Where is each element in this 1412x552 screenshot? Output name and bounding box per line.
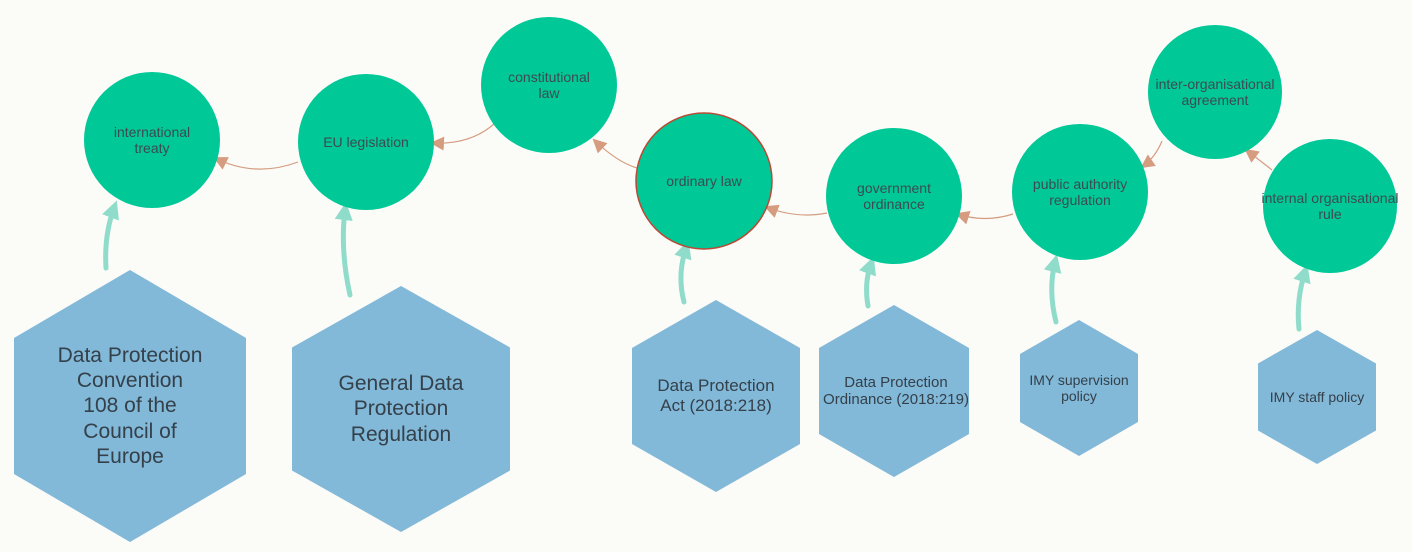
- link-constitutional-law-to-eu-legislation: [430, 123, 495, 151]
- links-layer: [213, 123, 1273, 225]
- circle-ordinary-law: [635, 112, 773, 250]
- circle-layer: [84, 17, 1397, 273]
- link-public-authority-regulation-to-government-ordinance: [955, 211, 1014, 225]
- hexagon-imy-staff-policy: [1258, 330, 1376, 464]
- input-arrows-layer: [102, 200, 1311, 332]
- hexagon-data-protection-ordinance: [819, 305, 969, 477]
- circle-internal-organisational-rule: [1263, 139, 1397, 273]
- circle-international-treaty: [84, 72, 220, 208]
- link-internal-organisational-rule-to-inter-organisational-agreement: [1244, 148, 1273, 171]
- hexagon-gdpr: [292, 286, 510, 532]
- hexagon-data-protection-convention: [14, 270, 246, 542]
- circle-constitutional-law: [481, 17, 617, 153]
- circle-eu-legislation: [298, 74, 434, 210]
- link-inter-organisational-agreement-to-public-authority-regulation: [1140, 140, 1163, 169]
- input-arrow-imy-staff-policy: [1293, 264, 1311, 332]
- link-government-ordinance-to-ordinary-law: [764, 204, 828, 218]
- input-arrow-gdpr: [334, 202, 353, 298]
- circle-public-authority-regulation: [1012, 124, 1148, 260]
- input-arrow-imy-supervision-policy: [1043, 254, 1062, 325]
- hexagon-data-protection-act: [632, 300, 800, 492]
- link-ordinary-law-to-constitutional-law: [592, 138, 638, 169]
- circle-inter-organisational-agreement: [1148, 25, 1282, 159]
- input-arrow-data-protection-convention: [102, 200, 119, 271]
- input-arrow-data-protection-act: [674, 240, 692, 305]
- hexagon-imy-supervision-policy: [1020, 320, 1138, 456]
- hexagon-layer: [14, 270, 1376, 542]
- input-arrow-data-protection-ordinance: [859, 256, 876, 309]
- circle-government-ordinance: [826, 128, 962, 264]
- link-eu-legislation-to-international-treaty: [213, 157, 299, 170]
